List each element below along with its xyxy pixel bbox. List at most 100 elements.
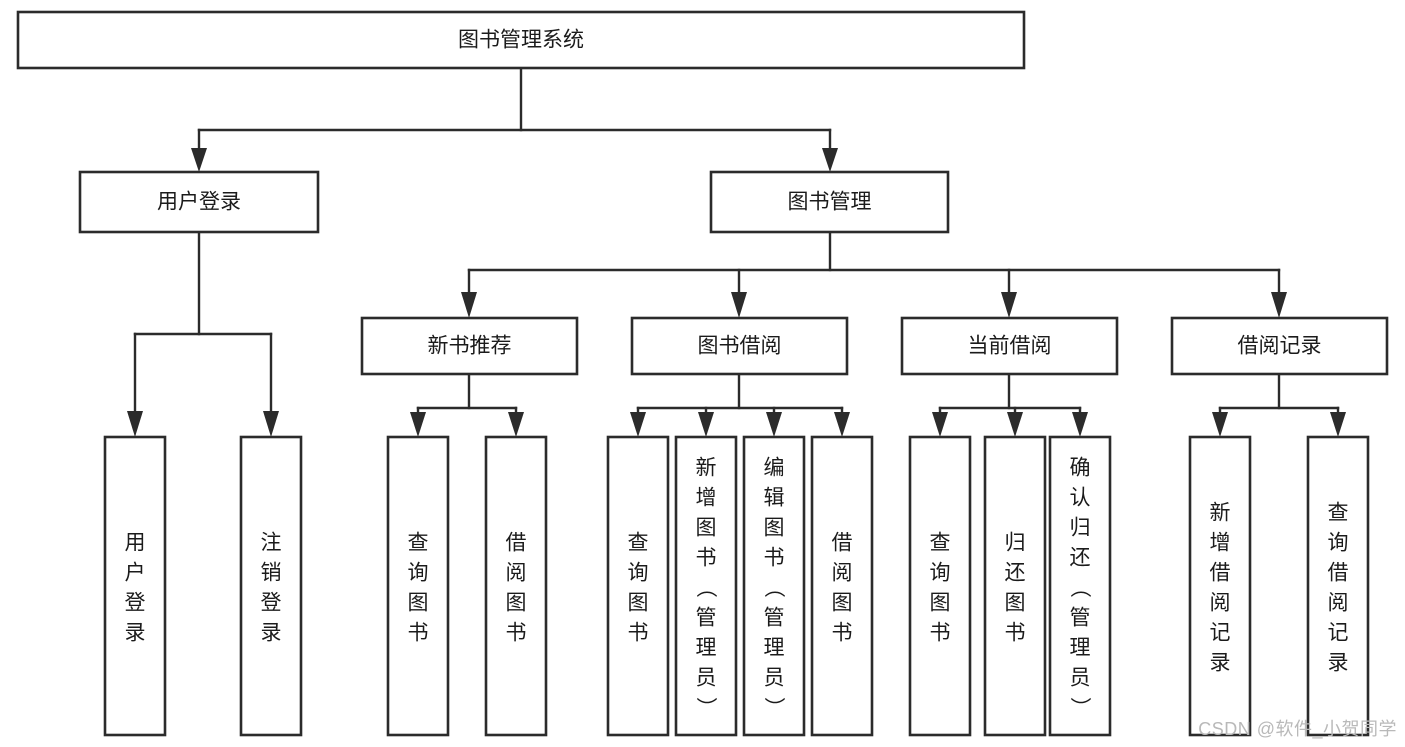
node-label-char: 认	[1070, 486, 1091, 509]
node-label-char: 员	[696, 666, 717, 689]
node-label-char: 归	[1070, 516, 1091, 539]
node-label-char: （	[1068, 577, 1091, 598]
arrow-head-leaf-edit-book	[766, 412, 782, 437]
node-root-0[interactable]: 图书管理系统	[16, 10, 1026, 70]
node-label-char: 询	[408, 561, 429, 584]
node-label-char: 录	[1328, 651, 1349, 674]
node-label-char: 查	[930, 531, 951, 554]
node-box	[674, 435, 738, 737]
node-box	[1170, 316, 1389, 376]
node-label: 新书推荐	[428, 335, 512, 358]
arrow-head-book-mgmt	[822, 148, 838, 172]
node-box	[1048, 435, 1112, 737]
node-label-char: 增	[696, 486, 717, 509]
node-label-char: 书	[1005, 621, 1026, 644]
node-label-char: 录	[125, 621, 146, 644]
node-label-char: 管	[764, 606, 785, 629]
node-label-char: ）	[762, 697, 785, 718]
arrow-head-record	[1271, 292, 1287, 318]
node-level2-1[interactable]: 图书管理	[709, 170, 950, 234]
node-label-char: （	[694, 577, 717, 598]
node-label-char: 管	[1070, 606, 1091, 629]
node-box	[103, 435, 167, 737]
node-box	[606, 435, 670, 737]
node-label-char: 书	[832, 621, 853, 644]
node-label-char: 书	[696, 546, 717, 569]
arrow-head-leaf-user-login	[127, 411, 143, 437]
arrow-head-leaf-query-record	[1330, 412, 1346, 437]
node-leaf-0[interactable]: 用户登录	[103, 435, 167, 737]
node-label-char: 新	[696, 456, 717, 479]
node-label-char: 图	[832, 591, 853, 614]
arrow-head-borrow	[731, 292, 747, 318]
node-box	[360, 316, 579, 376]
node-label: 借阅记录	[1238, 335, 1322, 358]
node-label-char: 查	[1328, 501, 1349, 524]
node-label-char: 管	[696, 606, 717, 629]
node-label-char: 书	[408, 621, 429, 644]
node-level2-0[interactable]: 用户登录	[78, 170, 320, 234]
node-label-char: 员	[764, 666, 785, 689]
node-level3-1[interactable]: 图书借阅	[630, 316, 849, 376]
node-label-char: 借	[1328, 561, 1349, 584]
node-label: 当前借阅	[968, 335, 1052, 358]
arrow-head-newbook	[461, 292, 477, 318]
node-label-char: 理	[764, 636, 785, 659]
arrow-head-leaf-query-book-1	[410, 412, 426, 437]
node-label-char: 还	[1005, 561, 1026, 584]
node-level3-2[interactable]: 当前借阅	[900, 316, 1119, 376]
node-label-char: 新	[1210, 501, 1231, 524]
node-label-char: 阅	[832, 561, 853, 584]
node-label-char: 书	[628, 621, 649, 644]
node-box	[1188, 435, 1252, 737]
arrow-head-leaf-logout	[263, 411, 279, 437]
node-label-char: 图	[408, 591, 429, 614]
node-level3-0[interactable]: 新书推荐	[360, 316, 579, 376]
arrow-head-leaf-return-book	[1007, 412, 1023, 437]
arrow-head-user-login	[191, 148, 207, 172]
node-label-char: 还	[1070, 546, 1091, 569]
node-box	[742, 435, 806, 737]
node-label-char: 销	[261, 561, 282, 584]
arrow-head-leaf-confirm-return	[1072, 412, 1088, 437]
node-label: 图书管理系统	[458, 29, 584, 52]
node-level3-3[interactable]: 借阅记录	[1170, 316, 1389, 376]
node-box	[78, 170, 320, 234]
node-label-char: 图	[506, 591, 527, 614]
connector-layer	[127, 66, 1346, 437]
node-label-char: 登	[125, 591, 146, 614]
node-label-char: 图	[930, 591, 951, 614]
node-label-char: 书	[764, 546, 785, 569]
node-label-char: 书	[930, 621, 951, 644]
node-box	[386, 435, 450, 737]
node-label: 用户登录	[157, 191, 241, 214]
node-label-char: 借	[832, 531, 853, 554]
node-layer: 图书管理系统用户登录图书管理新书推荐图书借阅当前借阅借阅记录用户登录注销登录查询…	[16, 10, 1389, 737]
node-label-char: 记	[1210, 621, 1231, 644]
node-label-char: 查	[408, 531, 429, 554]
arrow-head-leaf-query-book-3	[932, 412, 948, 437]
node-label-char: 询	[628, 561, 649, 584]
node-box	[630, 316, 849, 376]
arrow-head-leaf-borrow-book-1	[508, 412, 524, 437]
node-box	[810, 435, 874, 737]
arrow-head-leaf-add-book	[698, 412, 714, 437]
node-label-char: 记	[1328, 621, 1349, 644]
node-box	[908, 435, 972, 737]
node-label-char: 增	[1210, 531, 1231, 554]
node-label-char: 图	[1005, 591, 1026, 614]
node-label-char: 阅	[506, 561, 527, 584]
